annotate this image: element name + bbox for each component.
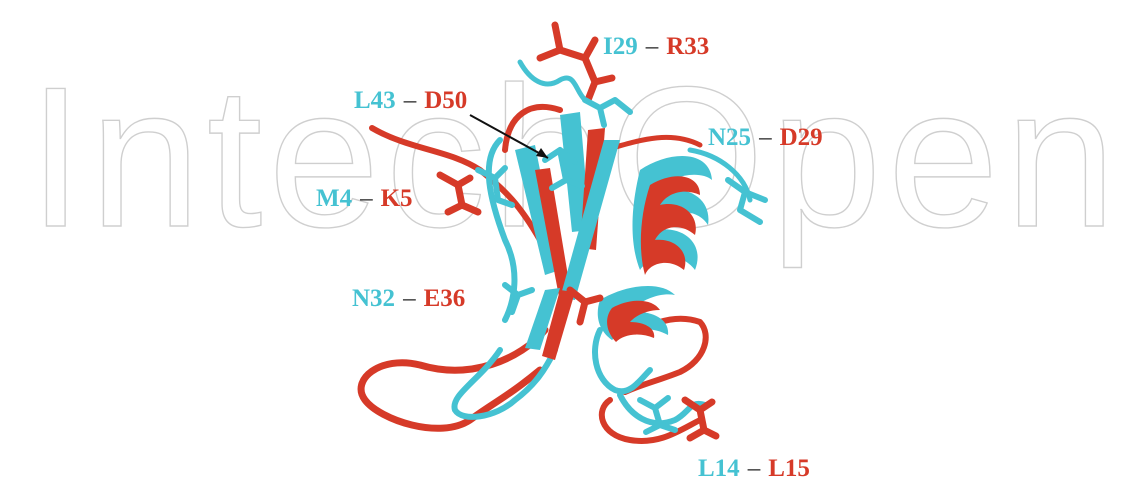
residue-cyan-n25: N25	[708, 124, 752, 151]
sidechain-l15	[681, 396, 720, 442]
side-chains	[436, 21, 768, 442]
cyan-coil-bottom-left	[451, 347, 558, 420]
sidechain-k5	[436, 171, 482, 216]
sidechain-n32	[566, 286, 604, 326]
label-n25-d29: N25–D29	[708, 124, 823, 151]
red-helix	[640, 176, 700, 275]
helices	[597, 156, 712, 342]
beta-sheets	[515, 112, 620, 360]
residue-cyan-i29: I29	[603, 33, 638, 60]
residue-red-r33: R33	[666, 33, 710, 60]
sidechain-d50	[542, 147, 585, 191]
cyan-coil-top	[517, 59, 588, 103]
cyan-strand-3	[560, 140, 620, 300]
residue-red-k5: K5	[380, 185, 413, 212]
red-coil-right	[622, 315, 709, 395]
red-coil-helix-link	[602, 134, 703, 153]
cyan-strand-4	[525, 288, 560, 350]
cyan-coil-left	[485, 137, 518, 323]
sidechain-d29	[725, 177, 768, 225]
cyan-strand-2	[560, 112, 590, 232]
label-l14-l15: L14–L15	[698, 455, 810, 482]
pointer-arrow	[469, 114, 549, 159]
sidechain-r33	[536, 21, 616, 104]
residue-cyan-l43: L43	[354, 87, 396, 114]
red-strand-3	[542, 290, 575, 360]
residue-cyan-n32: N32	[352, 285, 396, 312]
residue-cyan-l14: L14	[698, 455, 740, 482]
residue-red-d29: D29	[779, 124, 823, 151]
red-coil-cterm	[357, 326, 549, 432]
sidechain-m4	[475, 165, 515, 208]
red-coil-loop-top	[502, 103, 563, 153]
residue-red-e36: E36	[423, 285, 466, 312]
residue-red-l15: L15	[768, 455, 810, 482]
label-i29-r33: I29–R33	[603, 33, 710, 60]
red-coil-bottom	[598, 397, 703, 444]
label-m4-k5: M4–K5	[316, 185, 413, 212]
cyan-coil-mid	[592, 327, 653, 395]
label-l43-d50: L43–D50	[354, 87, 468, 114]
residue-red-d50: D50	[424, 87, 468, 114]
label-n32-e36: N32–E36	[352, 285, 466, 312]
red-strand-1	[535, 168, 572, 302]
sidechain-e36	[502, 282, 535, 315]
residue-cyan-m4: M4	[316, 185, 353, 212]
red-helix-small	[607, 300, 660, 342]
sidechain-i29	[582, 97, 633, 128]
sidechain-l14	[637, 395, 678, 435]
